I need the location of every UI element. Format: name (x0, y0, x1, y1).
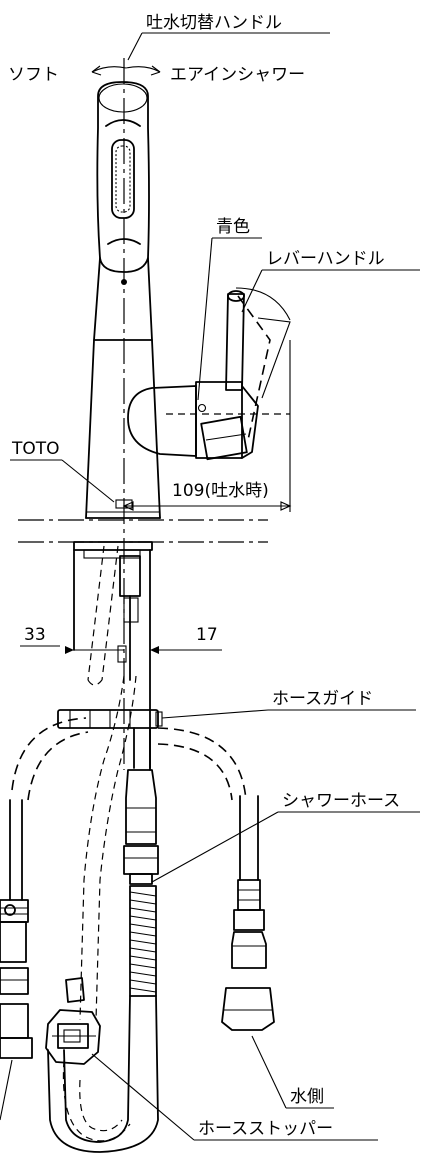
brand-leader (61, 459, 115, 503)
blue-color-leader (197, 237, 213, 401)
brand-label: TOTO (11, 439, 60, 459)
pulled-hose-left (79, 675, 125, 1021)
left-offset-dimension: 33 (24, 625, 46, 645)
spout-reach-arrow-left (122, 501, 134, 511)
rotate-right-arrow (125, 66, 161, 73)
faucet-body (85, 257, 161, 519)
shower-hose-assembly (47, 727, 159, 1153)
rotate-left-arrowhead (91, 65, 102, 76)
mount-assembly (73, 541, 153, 771)
water-side-label: 水側 (290, 1087, 324, 1107)
left-offset-arrow (65, 646, 74, 654)
hose-guide-leader (161, 709, 269, 719)
lever-handle-label: レバーハンドル (266, 249, 385, 269)
shower-hose-label: シャワーホース (282, 791, 400, 811)
left-hose-loop (11, 717, 87, 791)
spout-outlet-dot (121, 279, 127, 285)
water-side-fitting (221, 795, 275, 1031)
hose-stopper-label: ホースストッパー (198, 1119, 333, 1139)
blue-color-label: 青色 (216, 217, 250, 237)
hose-stopper (45, 977, 101, 1065)
right-offset-dimension: 17 (196, 625, 218, 645)
air-in-shower-label: エアインシャワー (170, 65, 305, 85)
spout-switch-handle-label: 吐水切替ハンドル (146, 13, 282, 33)
rotate-left-arrow (91, 66, 127, 73)
lever-handle-leader (241, 269, 263, 313)
spout-reach-arrow-right (280, 501, 292, 511)
lever-cartridge (127, 287, 291, 461)
left-fitting (0, 799, 33, 1121)
spout-reach-dimension: 109(吐水時) (172, 481, 269, 501)
hose-stopper-leader (91, 1053, 195, 1141)
shower-hose-leader (151, 811, 279, 883)
rotate-right-arrowhead (150, 65, 161, 76)
water-side-leader (251, 1035, 287, 1109)
spout-switch-handle-leader (127, 32, 143, 61)
right-hose-loop (157, 727, 247, 801)
hose-guide (57, 709, 163, 729)
soft-label: ソフト (8, 65, 59, 85)
hose-guide-label: ホースガイド (272, 689, 373, 709)
right-offset-arrow (150, 646, 159, 654)
spray-head (96, 81, 150, 285)
